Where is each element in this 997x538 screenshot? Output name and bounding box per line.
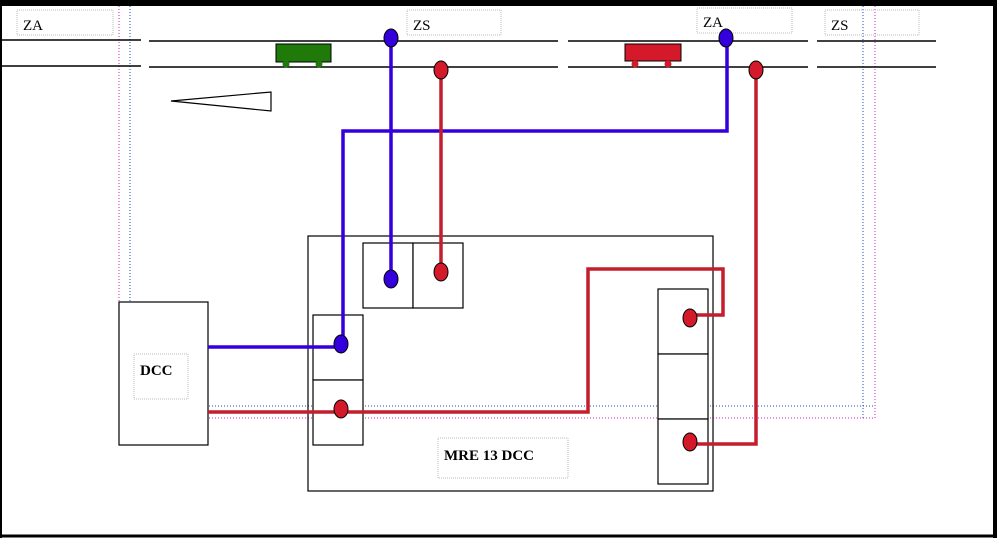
wagon-green	[275, 43, 332, 68]
module-box	[307, 235, 714, 492]
dot-blue-dcc-a	[333, 334, 349, 354]
dot-red-rail-za	[748, 60, 764, 80]
dot-red-terminal-b	[433, 262, 449, 282]
wagon-red-wheel-left	[631, 60, 639, 68]
terminal-out-2	[657, 353, 709, 420]
dot-red-rail-zs	[433, 60, 449, 80]
connector-dots	[333, 28, 764, 452]
wire-red-za-to-out3	[691, 70, 758, 446]
module-label-box	[437, 437, 569, 479]
dot-red-out-3	[682, 432, 698, 452]
terminal-out-1	[657, 288, 709, 355]
module-label: MRE 13 DCC	[444, 448, 534, 464]
wagon-red-wheel-right	[664, 60, 672, 68]
dot-blue-terminal-a	[383, 269, 399, 289]
terminal-blocks	[312, 242, 709, 485]
section-label-za-left: ZA	[23, 18, 43, 34]
dot-blue-rail-zs	[383, 28, 399, 48]
wire-blue-za-to-dcc-terminal	[341, 38, 729, 345]
dot-red-out-1	[682, 308, 698, 328]
wagon-red	[624, 43, 682, 68]
dcc-label: DCC	[140, 363, 173, 379]
track-rails	[0, 39, 936, 68]
direction-arrow-icon	[170, 91, 272, 112]
wagon-green-wheel-right	[315, 60, 323, 68]
label-box-za-left	[16, 9, 114, 36]
dcc-label-box	[133, 353, 189, 400]
top-border	[0, 0, 997, 6]
wagon-red-body	[624, 43, 682, 62]
guide-lines	[118, 6, 876, 419]
terminal-out-3	[657, 418, 709, 485]
label-box-zs-right	[824, 9, 920, 36]
section-label-zs-mid: ZS	[413, 18, 431, 34]
wagon-green-wheel-left	[282, 60, 290, 68]
section-label-zs-right: ZS	[831, 18, 849, 34]
dot-red-dcc-b	[333, 399, 349, 419]
section-label-za-right: ZA	[703, 15, 723, 31]
wires-blue	[208, 38, 729, 349]
wire-red-dcc-to-out1	[208, 267, 725, 414]
label-box-zs-mid	[406, 9, 502, 36]
wagon-green-body	[275, 43, 332, 63]
wires-red	[208, 70, 758, 446]
dot-blue-rail-za	[718, 28, 734, 48]
